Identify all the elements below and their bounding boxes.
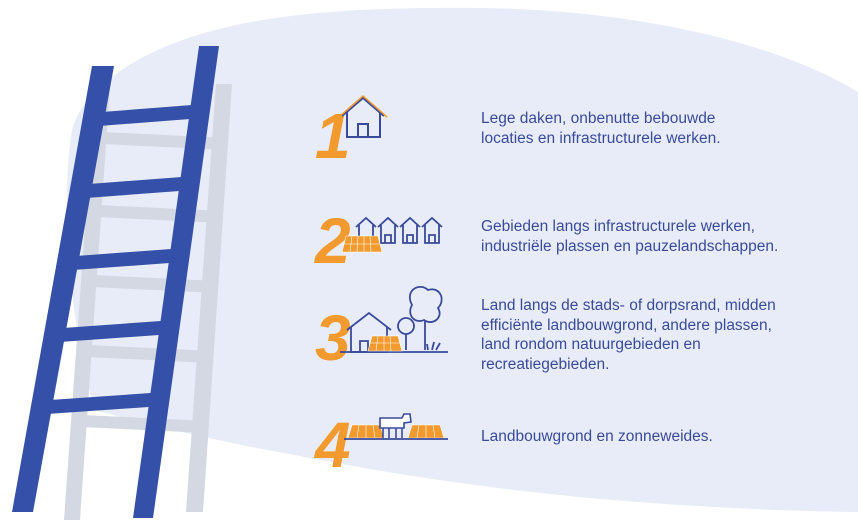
step-number-4: 4: [313, 409, 351, 481]
row-of-houses-with-solar-panels-icon: [341, 216, 443, 253]
background-shape: [66, 7, 858, 513]
step-3-description: Land langs de stads- of dorpsrand, midde…: [481, 297, 776, 373]
step-1-description: Lege daken, onbenutte bebouwde locaties …: [481, 110, 721, 147]
cow-with-solar-panels-icon: [344, 413, 448, 440]
step-4-description: Landbouwgrond en zonneweides.: [481, 428, 713, 445]
house-icon: [338, 95, 388, 138]
step-2-description: Gebieden langs infrastructurele werken, …: [481, 218, 779, 255]
step-number-3: 3: [315, 302, 351, 374]
ladder-icon: [12, 46, 219, 518]
house-with-solar-panels-and-trees-icon: [340, 285, 448, 353]
